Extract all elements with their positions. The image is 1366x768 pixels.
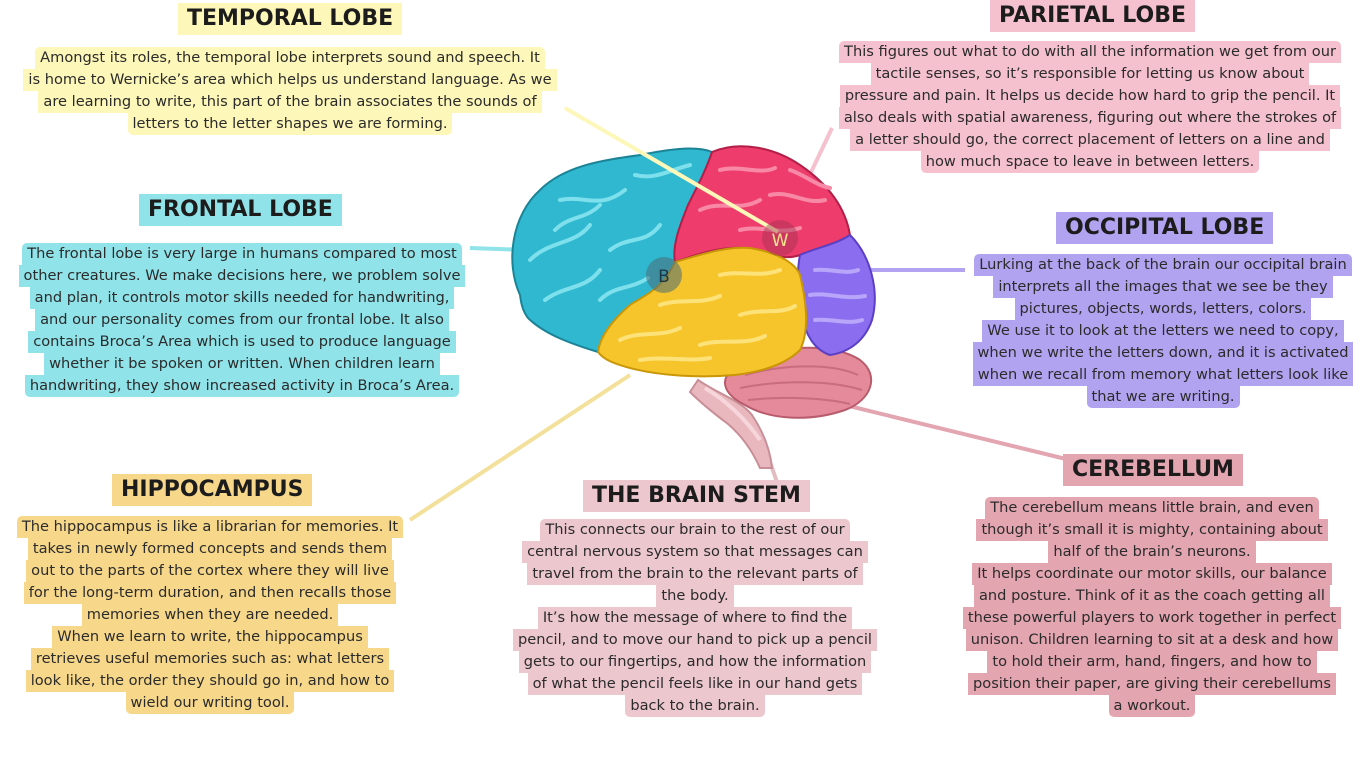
parietal-text-line: pressure and pain. It helps us decide ho… <box>839 85 1341 107</box>
parietal-text-line: tactile senses, so it’s responsible for … <box>870 63 1310 85</box>
brainstem-text-line: It’s how the message of where to find th… <box>537 607 853 629</box>
wernicke-area-marker <box>762 220 798 256</box>
cerebellum-text-line: half of the brain’s neurons. <box>1048 541 1256 563</box>
parietal-text-line: how much space to leave in between lette… <box>920 151 1260 173</box>
hippocampus-text-line: The hippocampus is like a librarian for … <box>16 516 404 538</box>
cerebellum-text-line: unison. Children learning to sit at a de… <box>965 629 1339 651</box>
occipital-text-line: when we write the letters down, and it i… <box>972 342 1354 364</box>
hippocampus-connector <box>408 373 632 522</box>
occipital-text-line: We use it to look at the letters we need… <box>982 320 1344 342</box>
frontal-lobe-text: The frontal lobe is very large in humans… <box>0 243 484 397</box>
occipital-lobe-title: OCCIPITAL LOBE <box>1056 212 1274 244</box>
cerebellum-text-line: a workout. <box>1108 695 1196 717</box>
cerebellum-text-line: and posture. Think of it as the coach ge… <box>973 585 1330 607</box>
brainstem-text-line: pencil, and to move our hand to pick up … <box>513 629 877 651</box>
frontal-text-line: contains Broca’s Area which is used to p… <box>28 331 456 353</box>
temporal-lobe-title: TEMPORAL LOBE <box>178 3 403 35</box>
cerebellum-text-line: though it’s small it is mighty, containi… <box>976 519 1328 541</box>
hippocampus-text-line: out to the parts of the cortex where the… <box>26 560 394 582</box>
cerebellum-text: The cerebellum means little brain, and e… <box>947 497 1357 717</box>
occipital-text-line: when we recall from memory what letters … <box>972 364 1354 386</box>
frontal-text-line: The frontal lobe is very large in humans… <box>22 243 462 265</box>
broca-area-marker <box>646 257 682 293</box>
brainstem-text-line: the body. <box>656 585 734 607</box>
occipital-text-line: interprets all the images that we see be… <box>993 276 1333 298</box>
brainstem-text-line: This connects our brain to the rest of o… <box>540 519 850 541</box>
hippocampus-text-line: retrieves useful memories such as: what … <box>30 648 390 670</box>
frontal-lobe-title: FRONTAL LOBE <box>139 194 342 226</box>
occipital-text-line: Lurking at the back of the brain our occ… <box>974 254 1352 276</box>
cerebellum-text-line: to hold their arm, hand, fingers, and ho… <box>987 651 1317 673</box>
brainstem-text: This connects our brain to the rest of o… <box>497 519 893 717</box>
temporal-lobe-shape <box>596 246 808 378</box>
brainstem-text-line: back to the brain. <box>625 695 765 717</box>
hippocampus-text-line: look like, the order they should go in, … <box>25 670 395 692</box>
frontal-text-line: handwriting, they show increased activit… <box>24 375 460 397</box>
brainstem-shape <box>688 378 774 469</box>
parietal-text-line: a letter should go, the correct placemen… <box>850 129 1330 151</box>
parietal-lobe-text: This figures out what to do with all the… <box>822 41 1358 173</box>
temporal-connector <box>563 106 780 234</box>
hippocampus-text-line: memories when they are needed. <box>81 604 339 626</box>
brainstem-text-line: of what the pencil feels like in our han… <box>527 673 863 695</box>
hippocampus-text-line: for the long-term duration, and then rec… <box>23 582 397 604</box>
frontal-text-line: whether it be spoken or written. When ch… <box>44 353 440 375</box>
frontal-text-line: and plan, it controls motor skills neede… <box>29 287 455 309</box>
hippocampus-text: The hippocampus is like a librarian for … <box>4 516 416 714</box>
wernicke-marker-label: W <box>772 231 789 251</box>
parietal-text-line: also deals with spatial awareness, figur… <box>838 107 1342 129</box>
temporal-lobe-text: Amongst its roles, the temporal lobe int… <box>10 47 570 135</box>
cerebellum-text-line: these powerful players to work together … <box>962 607 1342 629</box>
parietal-lobe-title: PARIETAL LOBE <box>990 0 1196 32</box>
brainstem-text-line: central nervous system so that messages … <box>522 541 868 563</box>
occipital-lobe-text: Lurking at the back of the brain our occ… <box>960 254 1366 408</box>
temporal-text-line: letters to the letter shapes we are form… <box>127 113 453 135</box>
temporal-text-line: is home to Wernicke’s area which helps u… <box>23 69 557 91</box>
cerebellum-text-line: It helps coordinate our motor skills, ou… <box>972 563 1332 585</box>
occipital-text-line: that we are writing. <box>1086 386 1240 408</box>
occipital-text-line: pictures, objects, words, letters, color… <box>1014 298 1312 320</box>
hippocampus-text-line: takes in newly formed concepts and sends… <box>27 538 393 560</box>
hippocampus-text-line: wield our writing tool. <box>125 692 295 714</box>
brainstem-title: THE BRAIN STEM <box>583 480 810 512</box>
frontal-text-line: and our personality comes from our front… <box>35 309 449 331</box>
cerebellum-title: CEREBELLUM <box>1063 454 1243 486</box>
hippocampus-text-line: When we learn to write, the hippocampus <box>52 626 368 648</box>
brainstem-text-line: travel from the brain to the relevant pa… <box>527 563 863 585</box>
parietal-text-line: This figures out what to do with all the… <box>839 41 1341 63</box>
temporal-text-line: are learning to write, this part of the … <box>38 91 542 113</box>
hippocampus-title: HIPPOCAMPUS <box>112 474 313 506</box>
temporal-text-line: Amongst its roles, the temporal lobe int… <box>35 47 545 69</box>
cerebellum-text-line: The cerebellum means little brain, and e… <box>985 497 1319 519</box>
parietal-lobe-shape <box>673 145 852 264</box>
cerebellum-connector <box>844 403 1071 462</box>
brainstem-text-line: gets to our fingertips, and how the info… <box>518 651 872 673</box>
frontal-text-line: other creatures. We make decisions here,… <box>18 265 466 287</box>
broca-marker-label: B <box>658 267 670 287</box>
cerebellum-text-line: position their paper, are giving their c… <box>968 673 1336 695</box>
